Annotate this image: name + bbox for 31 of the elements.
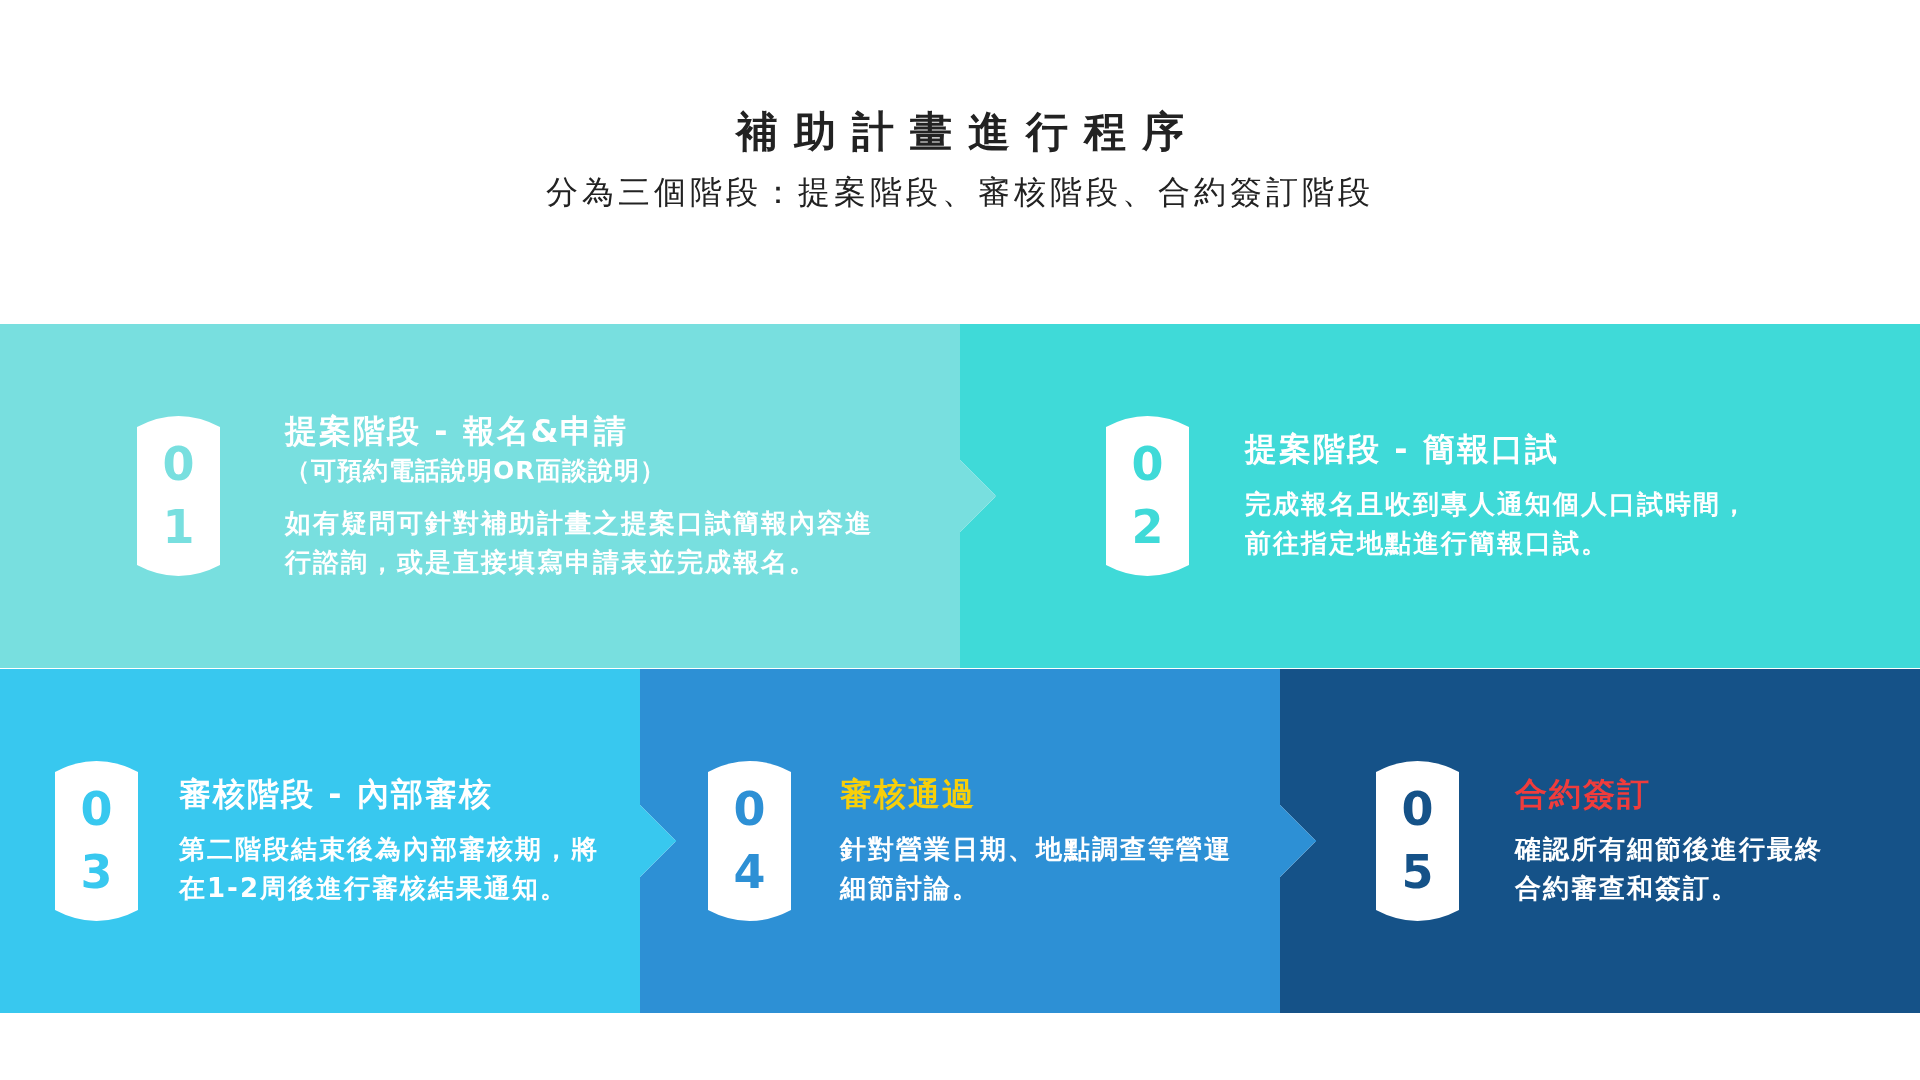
step-number: 01 (161, 436, 196, 556)
step-heading: 合約簽訂 (1515, 774, 1651, 814)
step-panel (640, 669, 1280, 1013)
chevron-arrow (639, 805, 677, 877)
step-heading: 提案階段 - 簡報口試 (1245, 429, 1559, 469)
step-description: 第二階段結束後為內部審核期，將在1-2周後進行審核結果通知。 (179, 833, 600, 905)
step-description: 完成報名且收到專人通知個人口試時間，前往指定地點進行簡報口試。 (1245, 488, 1750, 560)
step-number: 02 (1130, 436, 1165, 556)
number-badge (137, 416, 220, 576)
step-panel (1280, 669, 1920, 1013)
step-number: 04 (732, 781, 767, 901)
step-heading: 提案階段 - 報名&申請 (285, 410, 629, 451)
chevron-arrow (1279, 805, 1317, 877)
number-badge (55, 761, 138, 921)
number-badge (1106, 416, 1189, 576)
step-heading: 審核通過 (840, 774, 976, 814)
step-description: 如有疑問可針對補助計畫之提案口試簡報內容進行諮詢，或是直接填寫申請表並完成報名。 (285, 506, 874, 579)
step-description: 確認所有細節後進行最終合約審查和簽訂。 (1515, 833, 1824, 905)
step-subheading: （可預約電話說明OR面談說明） (285, 454, 666, 487)
chevron-arrow (959, 460, 997, 532)
step-number: 03 (79, 781, 114, 901)
step-number: 05 (1400, 781, 1435, 901)
subtitle: 分為三個階段：提案階段、審核階段、合約簽訂階段 (546, 172, 1374, 213)
step-description: 針對營業日期、地點調查等營運細節討論。 (840, 833, 1233, 905)
number-badge (708, 761, 791, 921)
step-panel (0, 669, 640, 1013)
step-panel (0, 324, 960, 668)
step-panel (960, 324, 1920, 668)
title: 補助計畫進行程序 (736, 106, 1200, 158)
step-heading: 審核階段 - 內部審核 (179, 774, 493, 814)
number-badge (1376, 761, 1459, 921)
